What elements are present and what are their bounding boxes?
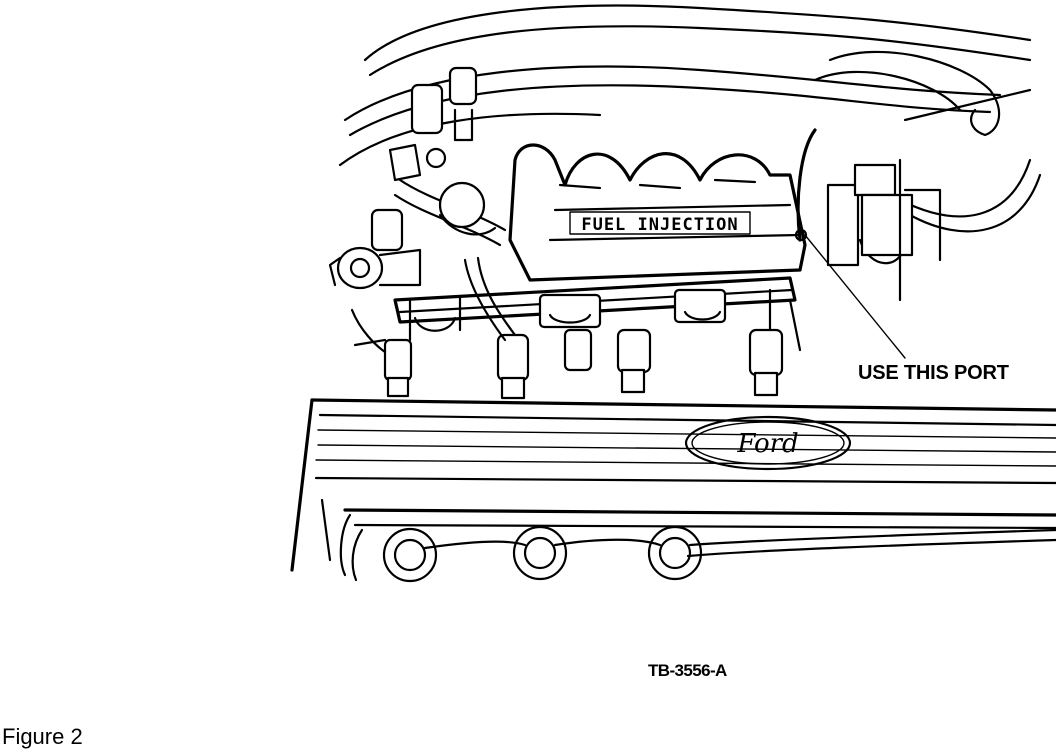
- port-pointer-line: [804, 234, 906, 359]
- injector-5: [673, 288, 727, 324]
- injector-6: [748, 288, 802, 397]
- fuel-injectors: [383, 256, 802, 400]
- spark-plug-bosses: [382, 525, 1056, 583]
- injector-4: [616, 328, 652, 394]
- injector-3: [538, 293, 602, 372]
- injector-2: [463, 256, 530, 400]
- pressure-regulator: [328, 66, 507, 354]
- manifold-lettering: FUEL INJECTION: [581, 215, 738, 235]
- injector-1: [383, 296, 462, 398]
- right-side-components: [794, 128, 942, 302]
- ford-oval-badge: Ford: [684, 415, 852, 471]
- figure-caption: Figure 2: [2, 724, 83, 749]
- port-callout-label: USE THIS PORT: [858, 362, 1009, 384]
- upper-intake-manifold: FUEL INJECTION: [508, 143, 807, 282]
- badge-lettering: Ford: [736, 429, 798, 459]
- part-code-label: TB-3556-A: [648, 661, 727, 680]
